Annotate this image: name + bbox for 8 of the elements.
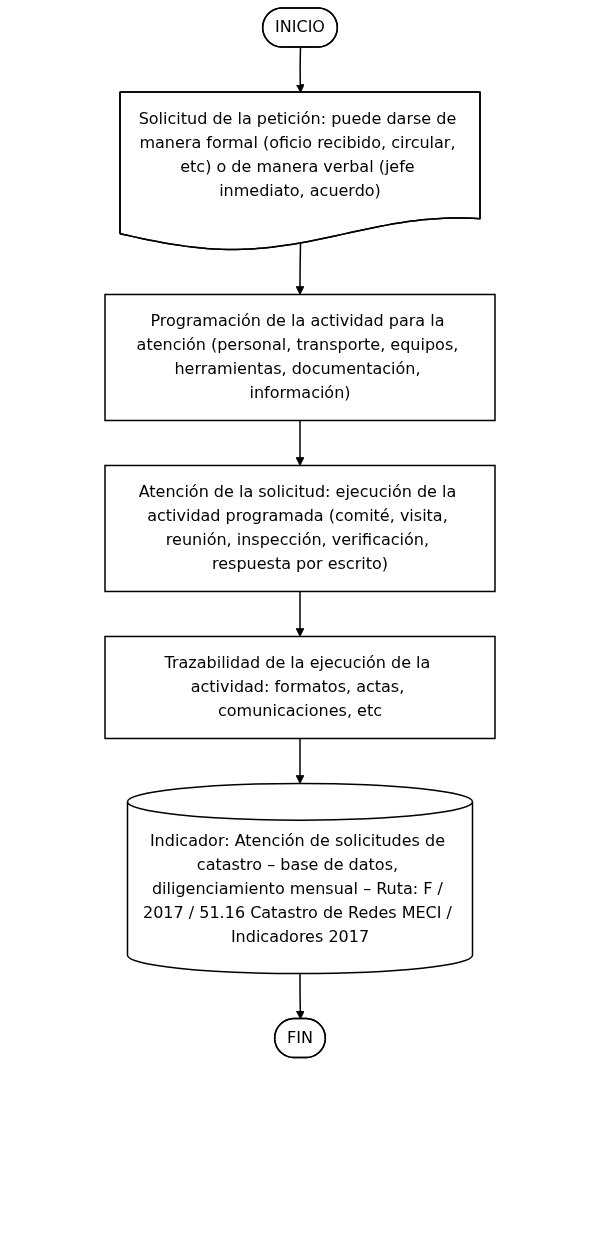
arrow	[295, 590, 304, 637]
arrow	[295, 242, 304, 295]
node-box: Programación de la actividad para la atención (personal, transporte, equipos, herramientas, documentación, información)	[103, 293, 496, 422]
arrow	[295, 419, 304, 466]
node-box: Trazabilidad de la ejecución de la actividad: formatos, actas, comunicaciones, etc	[103, 635, 496, 740]
arrow	[295, 737, 304, 784]
node-box: Atención de la solicitud: ejecución de la actividad programada (comité, visita, reunión, inspección, verificación, respuesta por escrito)	[103, 464, 496, 593]
arrow	[295, 972, 305, 1020]
